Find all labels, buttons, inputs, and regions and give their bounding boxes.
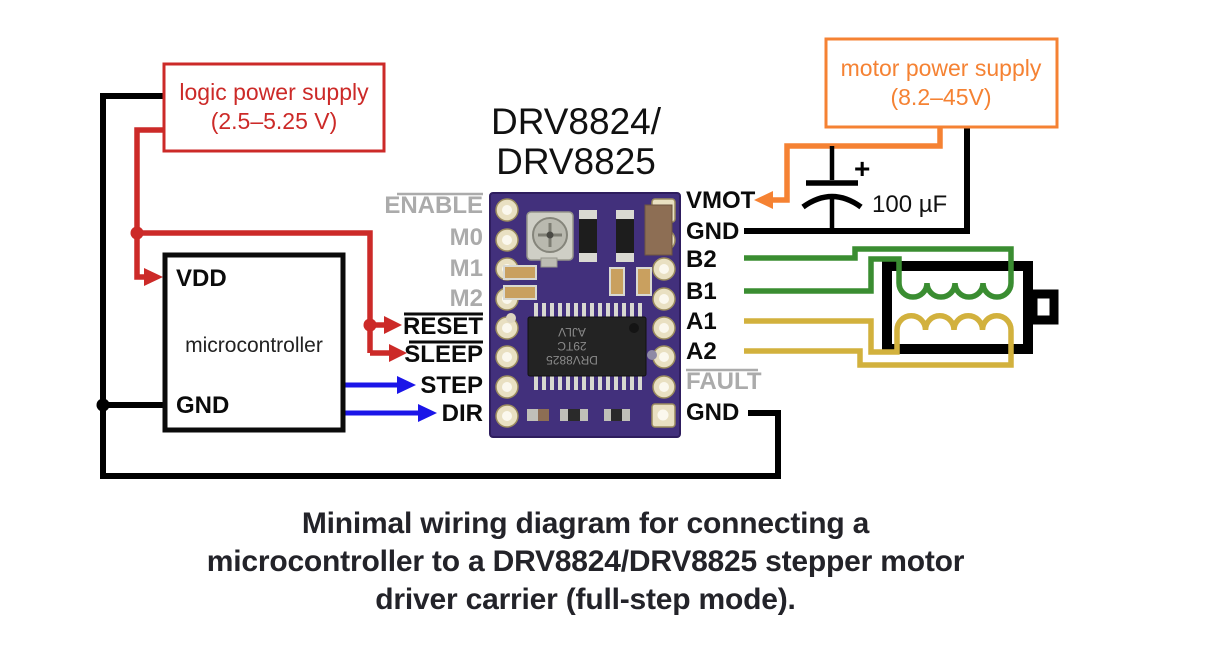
driver-ic-chip: DRV8825 29TC AJLV <box>527 303 647 390</box>
vdd-arrow <box>144 268 163 286</box>
pin-label-a2: A2 <box>686 338 717 365</box>
driver-board-photo: DRV8825 29TC AJLV <box>489 192 681 438</box>
mcu-label: microcontroller <box>185 334 323 357</box>
logic-power-supply-box: logic power supply (2.5–5.25 V) <box>162 62 386 153</box>
pin-label-m1: M1 <box>450 255 483 282</box>
red-junction-dot-1 <box>130 226 144 240</box>
dir-arrow <box>418 404 437 422</box>
motor-supply-range: (8.2–45V) <box>890 84 991 110</box>
pin-label-a1: A1 <box>686 308 717 335</box>
pin-label-vmot: VMOT <box>686 187 756 214</box>
pin-label-gnd-bottom: GND <box>686 399 739 426</box>
reset-arrow <box>384 316 402 334</box>
caption-line3: driver carrier (full-step mode). <box>375 583 796 616</box>
pin-label-gnd-top: GND <box>686 218 739 245</box>
pin-label-m2: M2 <box>450 285 483 312</box>
capacitor-symbol: + 100 µF <box>801 146 947 231</box>
motor-power-supply-box: motor power supply (8.2–45V) <box>824 37 1059 129</box>
logic-supply-wire <box>130 127 407 362</box>
red-junction-dot-2 <box>363 318 377 332</box>
coil-b-wire <box>744 246 1014 300</box>
pin-label-reset: RESET <box>403 313 483 340</box>
ceramic-cap <box>644 204 673 256</box>
small-passives <box>503 265 657 360</box>
pin-label-b1: B1 <box>686 278 717 305</box>
motor-body <box>882 261 1033 354</box>
pin-label-dir: DIR <box>442 400 483 427</box>
bottom-components <box>527 409 630 421</box>
pin-label-sleep: SLEEP <box>404 341 483 368</box>
capacitor-polarity: + <box>854 153 870 184</box>
trimmer-pot <box>526 211 574 268</box>
pin-label-enable: ENABLE <box>384 192 483 219</box>
motor-supply-label: motor power supply <box>841 55 1042 81</box>
mcu-vdd-pin: VDD <box>176 265 227 292</box>
caption-line2: microcontroller to a DRV8824/DRV8825 ste… <box>206 545 965 578</box>
step-dir-wires <box>345 376 437 422</box>
chip-marking-line2: 29TC <box>557 339 587 353</box>
microcontroller-box: VDD microcontroller GND <box>162 252 346 433</box>
vmot-arrow <box>754 191 773 209</box>
ground-junction-dot <box>96 398 110 412</box>
logic-supply-range: (2.5–5.25 V) <box>211 108 338 134</box>
mcu-gnd-pin: GND <box>176 392 229 419</box>
chip-marking-line1: DRV8825 <box>546 353 598 367</box>
sleep-arrow <box>389 344 407 362</box>
motor-supply-wires <box>744 127 970 234</box>
driver-pins-right: VMOT GND B2 B1 A1 A2 FAULT GND <box>686 187 762 426</box>
chip-marking-line3: AJLV <box>558 325 586 339</box>
sense-resistors <box>579 210 634 262</box>
capacitor-value: 100 µF <box>872 191 947 218</box>
logic-supply-label: logic power supply <box>179 79 369 105</box>
driver-title: DRV8824/ DRV8825 <box>491 101 662 182</box>
motor-shaft <box>1028 289 1059 325</box>
pin-label-b2: B2 <box>686 246 717 273</box>
pin-label-m0: M0 <box>450 224 483 251</box>
driver-pins-left: ENABLE M0 M1 M2 RESET SLEEP STEP DIR <box>384 192 483 427</box>
pin-label-step: STEP <box>420 372 483 399</box>
pin-label-fault: FAULT <box>686 368 762 395</box>
coil-a-wire <box>744 313 1014 368</box>
driver-title-line1: DRV8824/ <box>491 101 662 142</box>
caption: Minimal wiring diagram for connecting a … <box>83 505 1088 619</box>
step-arrow <box>397 376 416 394</box>
caption-line1: Minimal wiring diagram for connecting a <box>301 507 870 540</box>
ground-wire <box>96 93 781 479</box>
stepper-motor-symbol <box>882 261 1059 354</box>
driver-title-line2: DRV8825 <box>496 141 656 182</box>
